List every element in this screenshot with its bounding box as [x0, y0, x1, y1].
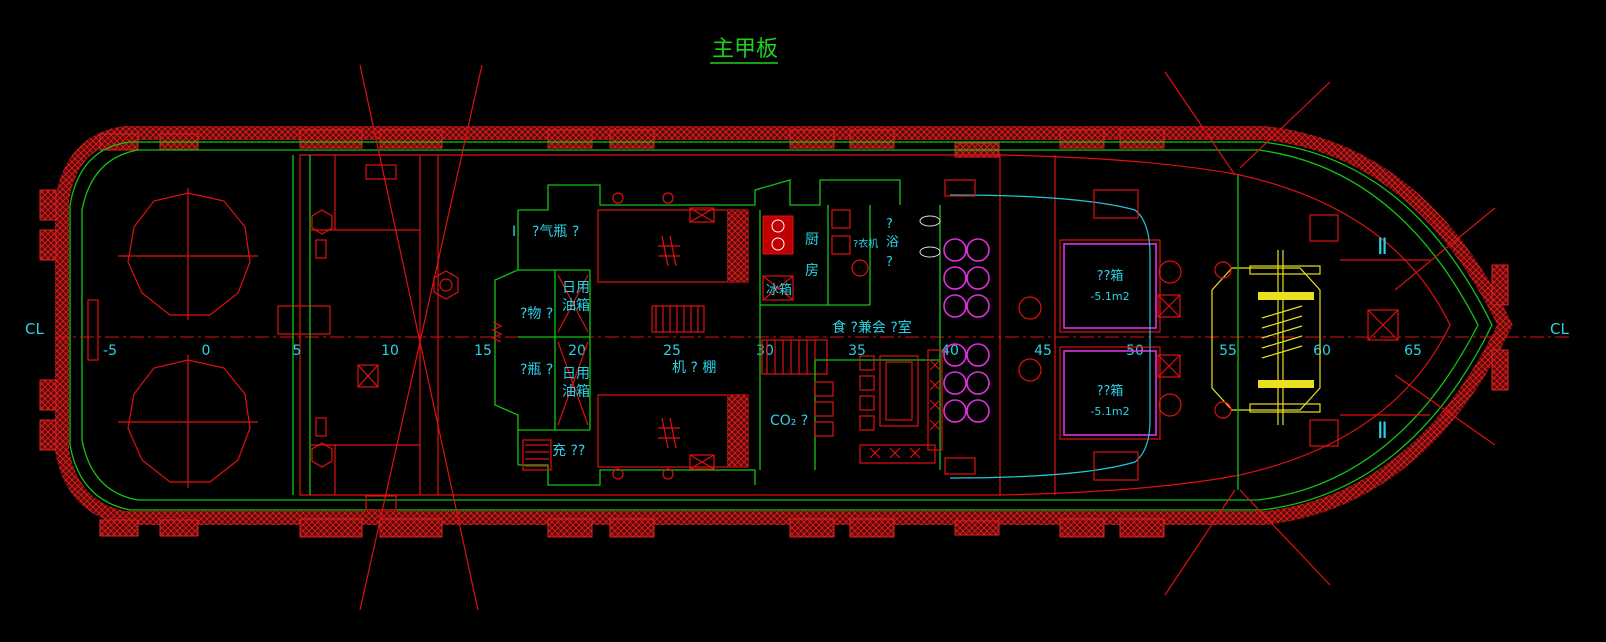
label-tank-top-cap: -5.1m2	[1090, 290, 1129, 303]
fender-block	[789, 518, 835, 538]
fender-block	[39, 419, 57, 451]
label-roman-top: Ⅱ	[1377, 235, 1388, 260]
accommodation	[754, 179, 943, 470]
gas-cylinder	[966, 266, 990, 290]
hull-outline	[69, 141, 1493, 511]
fender-block	[849, 129, 895, 149]
gas-cylinder	[943, 238, 967, 262]
frame-number: 15	[474, 343, 492, 359]
fender-block	[1491, 349, 1509, 391]
label-roman-bottom: Ⅱ	[1377, 419, 1388, 444]
gas-cylinder	[966, 343, 990, 367]
frame-number: 25	[663, 343, 681, 359]
fender-block	[547, 518, 593, 538]
label-day-tank-bottom-2: 油箱	[562, 384, 590, 400]
label-fridge: 冰箱	[766, 282, 792, 298]
frame-number: 35	[848, 343, 866, 359]
fender-block	[1059, 518, 1105, 538]
gas-cylinder	[943, 266, 967, 290]
centerline-label-left: CL	[25, 320, 44, 338]
room-labels: ?气瓶 ? Ⅰ 日用 油箱 日用 油箱 ?物 ? ?瓶 ? 充 ?? 厨 房 冰…	[512, 217, 1388, 459]
label-bath-3: ?	[886, 255, 893, 270]
label-day-tank-top-2: 油箱	[562, 298, 590, 314]
frame-number: 20	[568, 343, 586, 359]
gas-cylinder	[943, 294, 967, 318]
forward-tanks	[944, 155, 1182, 495]
fender-block	[159, 519, 199, 537]
mid-aft-rooms	[491, 184, 591, 486]
aft-bulkheads	[292, 155, 459, 511]
frame-number: 30	[756, 343, 774, 359]
drawing-title: 主甲板	[712, 37, 778, 62]
engine-room	[590, 184, 828, 486]
gas-cylinder	[943, 343, 967, 367]
label-day-tank-top-1: 日用	[562, 280, 590, 296]
gas-cylinder	[966, 238, 990, 262]
fender-block	[1059, 129, 1105, 149]
mooring-lines	[359, 64, 1496, 611]
fender-block	[609, 129, 655, 149]
fender-block	[39, 189, 57, 221]
fender-block	[1491, 264, 1509, 306]
fender-block	[547, 129, 593, 149]
frame-numbers: -5 0 5 10 15 20 25 30 35 40 45 50 55 60 …	[103, 343, 1422, 359]
hull-fender-band	[55, 126, 1513, 525]
fender-block	[99, 519, 139, 537]
fender-block	[379, 129, 443, 149]
fender-block	[609, 518, 655, 538]
fender-block	[299, 518, 363, 538]
label-bath-1: ?	[886, 217, 893, 232]
frame-number: 65	[1404, 343, 1422, 359]
label-galley-1: 厨	[805, 232, 819, 248]
frame-number: 40	[941, 343, 959, 359]
frame-number: 5	[293, 343, 302, 359]
label-gas-bottle: ?气瓶 ?	[532, 224, 579, 240]
frame-number: 60	[1313, 343, 1331, 359]
label-day-tank-bottom-1: 日用	[562, 366, 590, 382]
label-mess-room: 食 ?兼会 ?室	[832, 319, 912, 336]
fender-block	[849, 518, 895, 538]
label-engine-casing: 机 ? 棚	[672, 360, 716, 376]
label-stores: ?物 ?	[520, 306, 553, 322]
fender-block	[1119, 518, 1165, 538]
fender-blocks	[39, 129, 1509, 538]
frame-number: 10	[381, 343, 399, 359]
gas-cylinder	[966, 399, 990, 423]
label-wash: ?衣机	[853, 237, 878, 250]
frame-number: -5	[103, 343, 117, 359]
bow-winch	[1211, 175, 1430, 490]
fender-block	[954, 520, 1000, 536]
frame-number: 55	[1219, 343, 1237, 359]
fender-block	[1119, 129, 1165, 149]
fender-block	[379, 518, 443, 538]
label-galley-2: 房	[805, 263, 819, 279]
gas-cylinder	[966, 371, 990, 395]
frame-number: 0	[202, 343, 211, 359]
label-tank-bottom-cap: -5.1m2	[1090, 405, 1129, 418]
stern-tanks	[87, 188, 331, 488]
fender-block	[39, 379, 57, 411]
label-charge: 充 ??	[552, 443, 585, 459]
centerline-label-right: CL	[1550, 320, 1569, 338]
label-tank-bottom-name: ??箱	[1097, 383, 1124, 399]
gas-cylinder	[943, 399, 967, 423]
frame-number: 45	[1034, 343, 1052, 359]
gas-cylinders	[943, 238, 990, 423]
label-co2-room: CO₂ ?	[770, 413, 808, 429]
label-tank-top-name: ??箱	[1097, 268, 1124, 284]
label-bottle: ?瓶 ?	[520, 362, 553, 378]
fender-block	[39, 229, 57, 261]
label-bath-2: 浴	[886, 235, 899, 250]
gas-cylinder	[966, 294, 990, 318]
label-marker-top: Ⅰ	[512, 224, 516, 240]
fender-block	[789, 129, 835, 149]
gas-cylinder	[943, 371, 967, 395]
fender-block	[299, 129, 363, 149]
